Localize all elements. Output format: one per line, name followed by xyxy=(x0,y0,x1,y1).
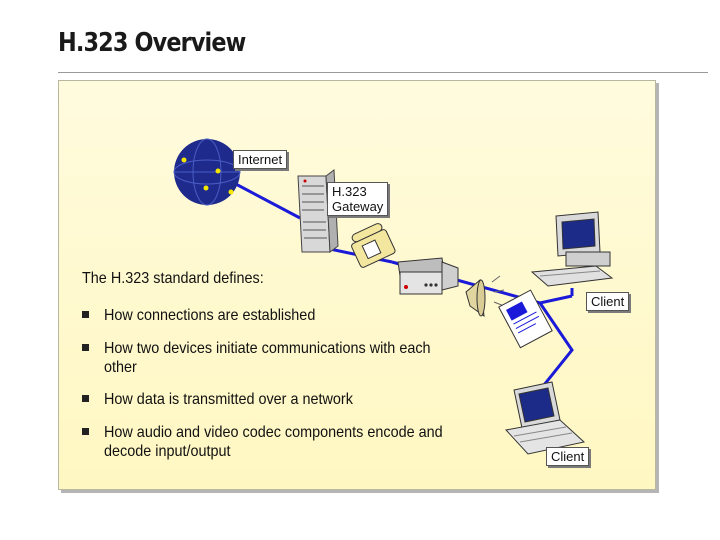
telephone-icon xyxy=(351,223,396,268)
laptop-icon xyxy=(505,381,586,455)
slide-title: H.323 Overview xyxy=(58,28,246,58)
desktop-computer-icon xyxy=(530,211,614,287)
bullet-square-icon xyxy=(82,311,89,318)
bullet-text: How data is transmitted over a network xyxy=(104,391,353,408)
label-internet: Internet xyxy=(233,150,288,169)
bullet-square-icon xyxy=(82,395,89,402)
title-divider xyxy=(58,72,708,73)
label-client-desktop: Client xyxy=(586,292,630,311)
video-camera-icon xyxy=(397,257,459,295)
speaker-icon xyxy=(465,275,505,318)
bullet-text: How two devices initiate communications … xyxy=(104,340,431,376)
document-icon xyxy=(498,289,553,349)
label-gateway-line2: Gateway xyxy=(332,199,384,214)
label-client-laptop: Client xyxy=(546,447,590,466)
label-gateway: H.323 Gateway xyxy=(327,182,389,216)
globe-icon xyxy=(173,138,241,206)
connector-laptop xyxy=(538,302,574,391)
bullet-square-icon xyxy=(82,344,89,351)
bullet-square-icon xyxy=(82,428,89,435)
bullet-text: How audio and video codec components enc… xyxy=(104,424,443,460)
bullet-text: How connections are established xyxy=(104,307,316,324)
label-gateway-line1: H.323 xyxy=(332,184,367,199)
connector-internet-gateway xyxy=(231,180,301,220)
list-heading: The H.323 standard defines: xyxy=(82,270,264,287)
